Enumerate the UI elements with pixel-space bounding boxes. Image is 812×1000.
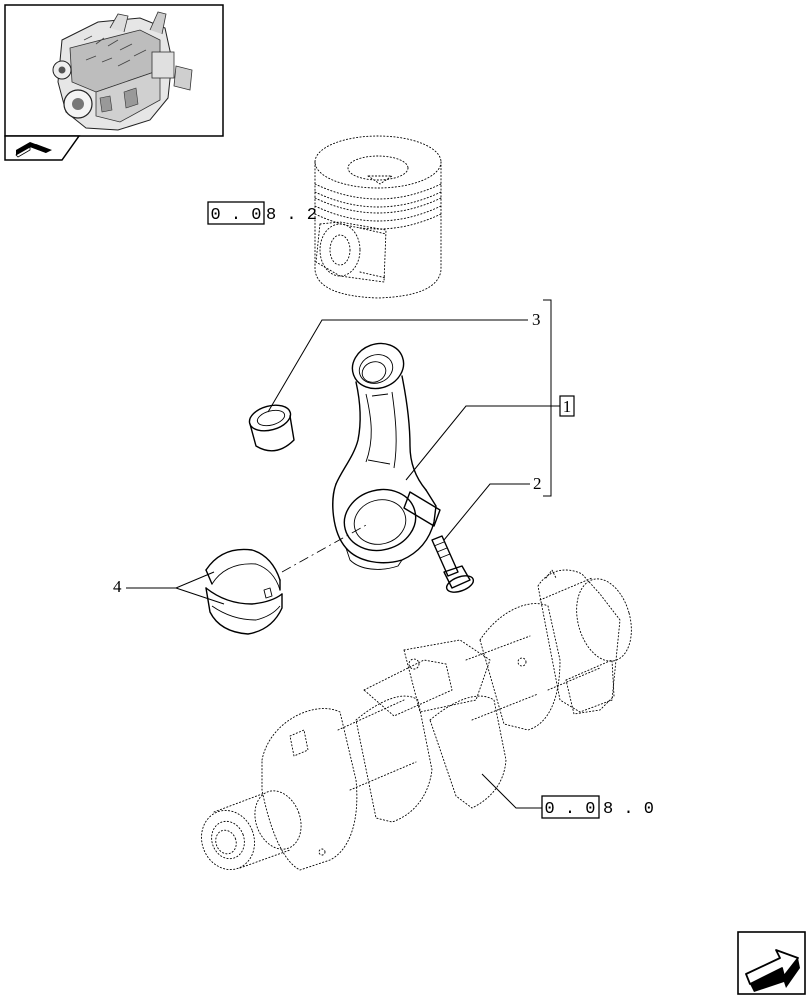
callout-4-number: 4: [113, 577, 122, 596]
next-page-button[interactable]: [737, 931, 806, 995]
engine-thumbnail-icon: [52, 11, 193, 131]
next-page-arrow-icon: [745, 949, 800, 992]
crankshaft-reference-box-text: 0 . 0: [544, 800, 595, 819]
crankshaft-reference-suffix: 8 . 0: [603, 800, 654, 819]
piston-reference-suffix: 8 . 2: [266, 206, 317, 225]
crankshaft-reference[interactable]: 0 . 0 8 . 0: [481, 773, 654, 819]
assembly-bracket: [543, 299, 552, 497]
piston-reference-box-text: 0 . 0: [210, 206, 261, 225]
crankshaft-drawing: [201, 569, 632, 871]
callout-2[interactable]: 2: [443, 474, 542, 541]
big-end-bearing-shells[interactable]: [205, 548, 283, 635]
callout-1[interactable]: 1: [405, 395, 575, 481]
engine-thumbnail[interactable]: [4, 4, 224, 137]
rod-bolt[interactable]: [431, 535, 476, 595]
callout-2-number: 2: [533, 474, 542, 493]
connecting-rod[interactable]: [332, 336, 441, 570]
callout-3[interactable]: 3: [267, 310, 541, 413]
callout-1-number: 1: [563, 397, 572, 416]
bearing-centerline: [281, 523, 369, 573]
book-tab[interactable]: [4, 135, 81, 161]
callout-4[interactable]: 4: [113, 571, 225, 605]
small-end-bushing[interactable]: [247, 401, 295, 452]
piston-reference[interactable]: 0 . 0 8 . 2: [207, 201, 317, 225]
callout-3-number: 3: [532, 310, 541, 329]
book-icon: [15, 142, 52, 158]
piston-drawing: [314, 135, 442, 299]
